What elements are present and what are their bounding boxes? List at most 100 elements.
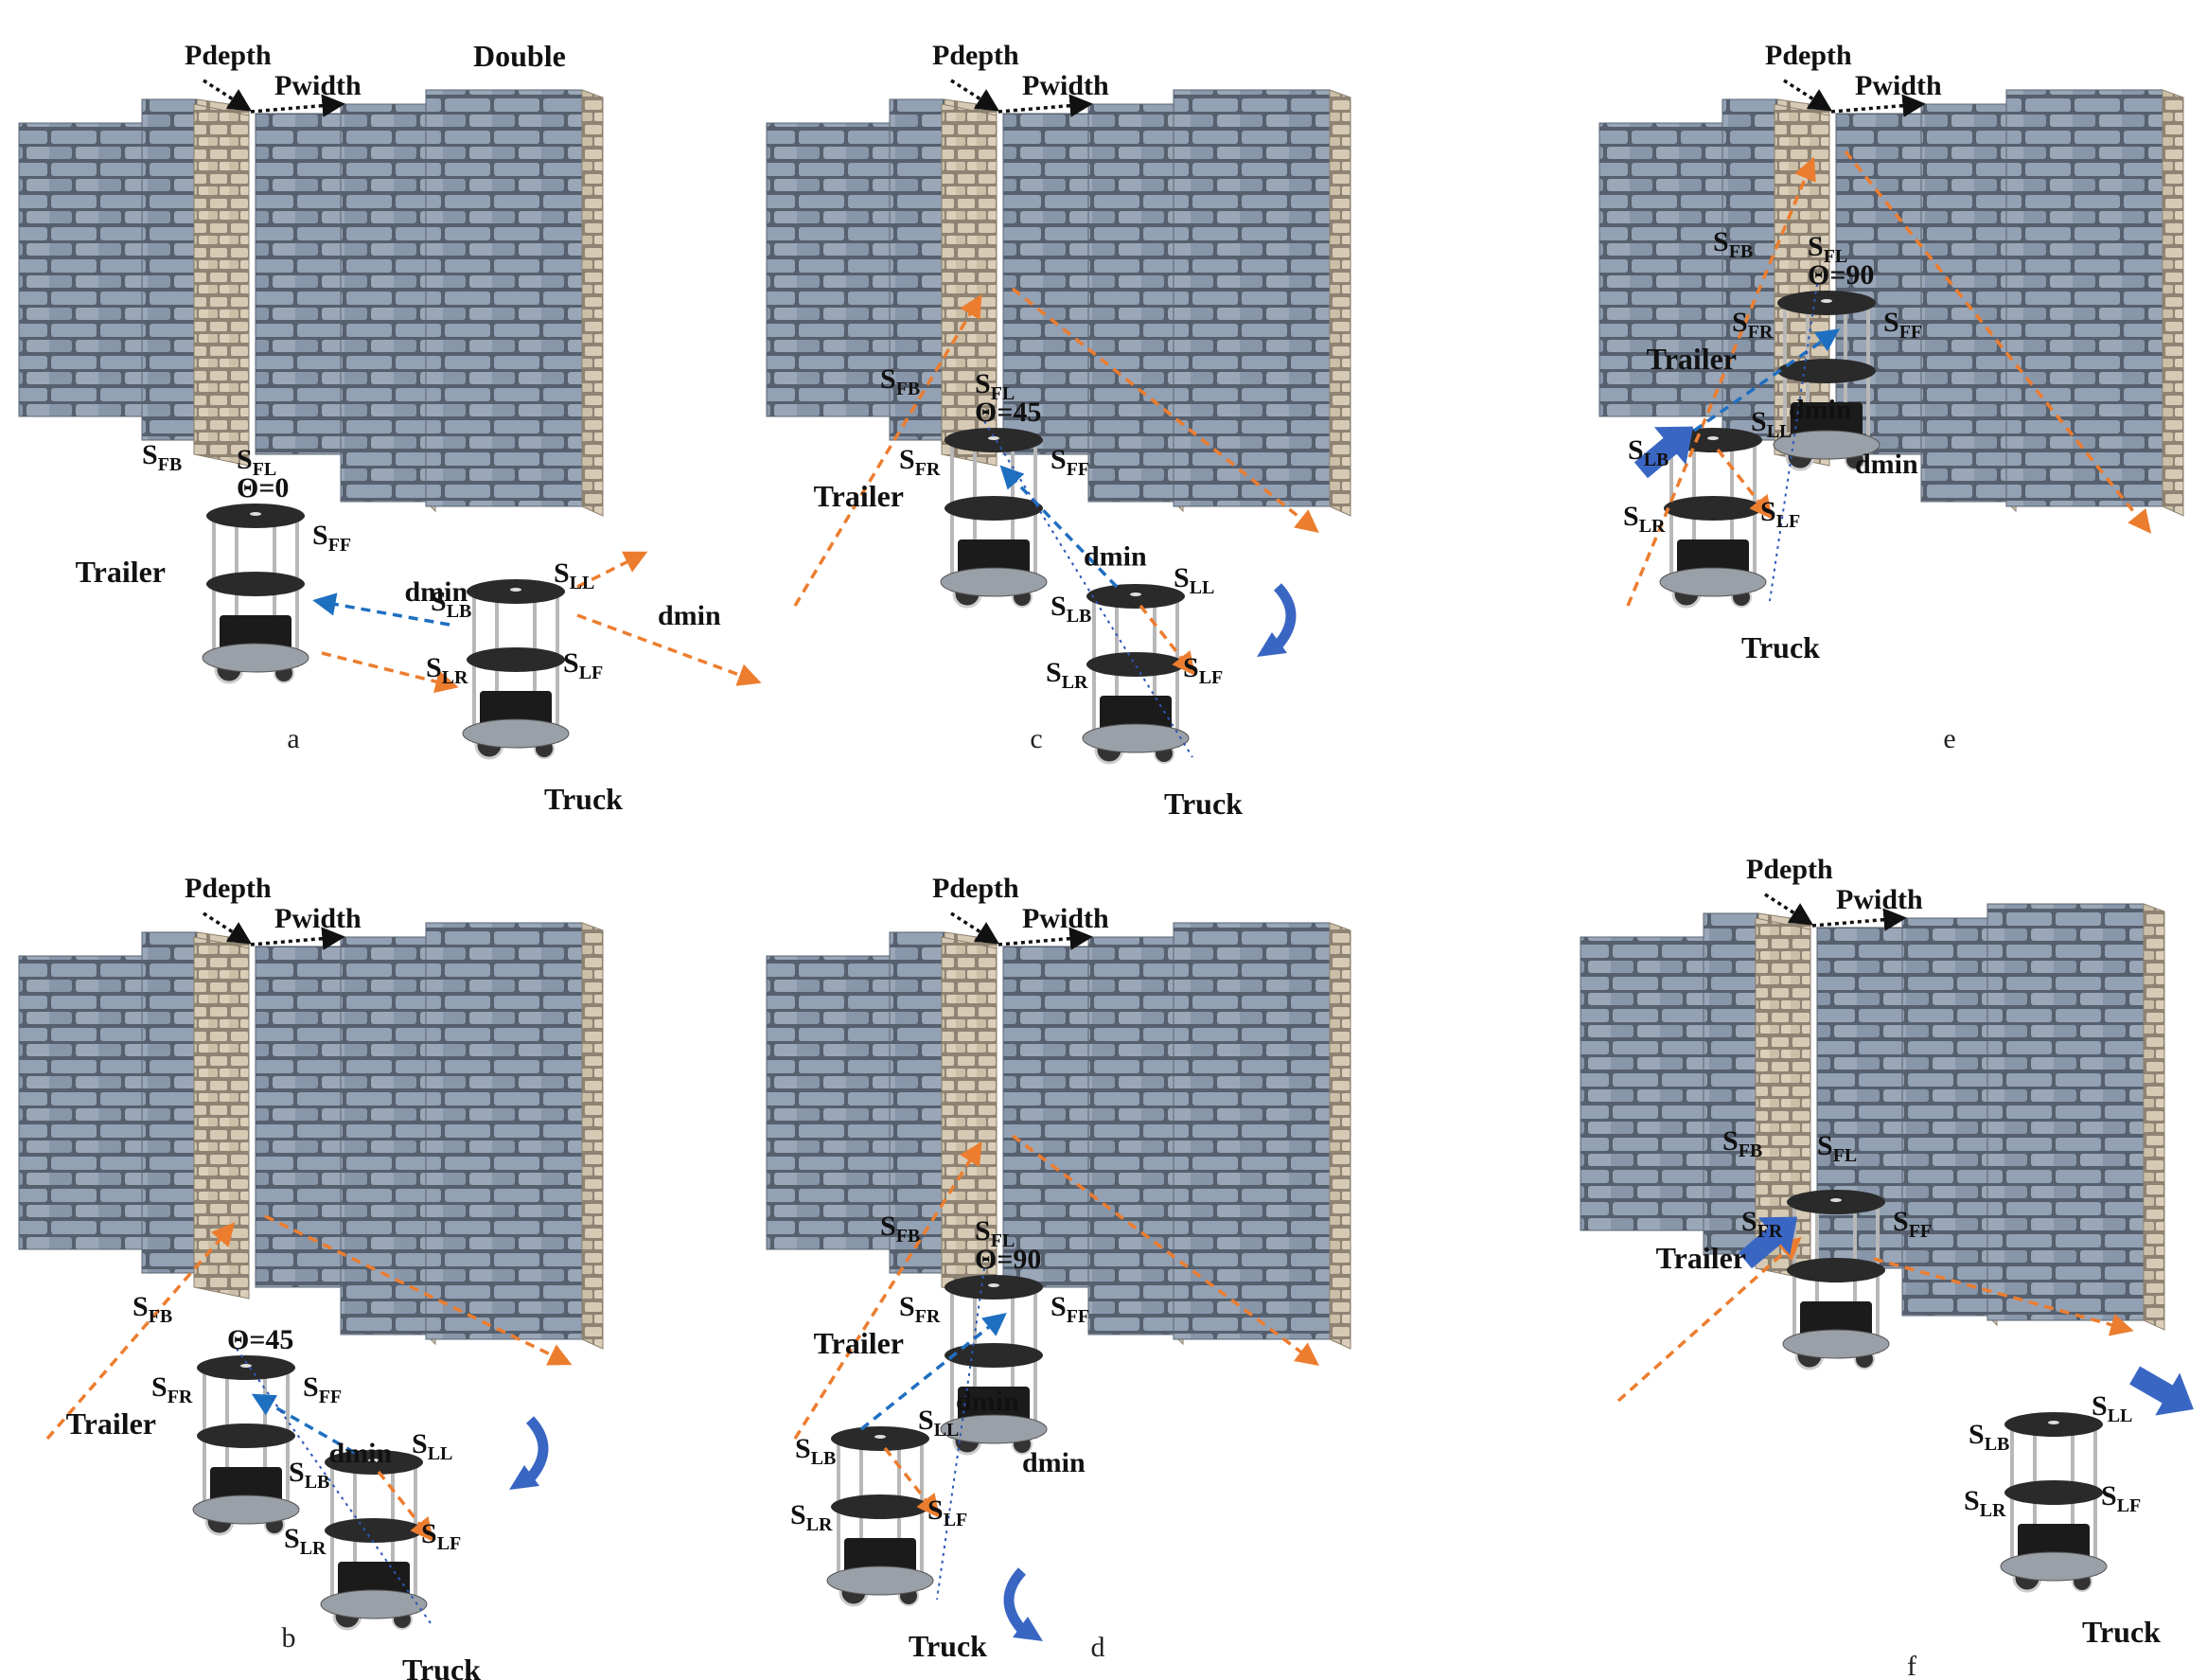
trailer-label: Trailer xyxy=(76,555,166,589)
sensor-fb: SFB xyxy=(1713,226,1753,262)
sensor-lf: SLF xyxy=(1183,652,1223,688)
truck-label: Truck xyxy=(544,782,623,816)
pwidth-label: Pwidth xyxy=(1836,884,1923,915)
sensor-ll: SLL xyxy=(1174,562,1214,598)
sensor-lr: SLR xyxy=(284,1523,327,1559)
pwidth-label: Pwidth xyxy=(1022,70,1109,101)
truck-label: Truck xyxy=(1164,787,1243,821)
wall-block-1 xyxy=(18,955,143,1250)
sensor-fb: SFB xyxy=(142,439,182,475)
trajectory-line xyxy=(983,420,1193,758)
sensor-lf: SLF xyxy=(563,647,603,683)
truck-orange-arrow xyxy=(1716,448,1774,520)
pdepth-dimension xyxy=(1764,893,1814,926)
sensor-lr: SLR xyxy=(1964,1485,2006,1521)
wall-block-5 xyxy=(1173,89,1351,517)
trailer-label: Trailer xyxy=(66,1406,156,1441)
pdepth-label: Pdepth xyxy=(932,40,1019,71)
wall-block-4 xyxy=(340,935,436,1346)
sensor-lr: SLR xyxy=(1623,501,1666,537)
pdepth-dimension xyxy=(950,911,1000,945)
truck-label: Truck xyxy=(402,1653,481,1680)
panel-c: PdepthPwidthΘ=45TrailerTruckdminSFBSFRSF… xyxy=(766,40,1351,821)
sensor-lb: SLB xyxy=(795,1433,836,1469)
trailer-orange-arrow-2 xyxy=(1873,1257,2134,1336)
sensor-lf: SLF xyxy=(1760,496,1800,532)
sensor-ff: SFF xyxy=(1893,1206,1932,1242)
trailer-label: Trailer xyxy=(814,1326,904,1360)
dmin-blue-arrow xyxy=(859,1312,1007,1431)
dmin-blue-arrow xyxy=(312,592,450,627)
truck-robot xyxy=(462,579,570,760)
dmin-blue-arrow xyxy=(999,465,1119,589)
pdepth-dimension xyxy=(203,79,253,112)
sensor-ff: SFF xyxy=(312,520,351,556)
trailer-robot xyxy=(192,1355,300,1536)
pdepth-label: Pdepth xyxy=(185,40,272,71)
sensor-fb: SFB xyxy=(880,1211,920,1247)
trailer-robot xyxy=(940,428,1048,609)
panel-d: PdepthPwidthΘ=90TrailerTruckdmindminSFRS… xyxy=(766,873,1351,1663)
sensor-fr: SFR xyxy=(151,1371,193,1407)
wall-block-5 xyxy=(2005,89,2184,517)
sensor-ll: SLL xyxy=(1751,406,1792,442)
sensor-ff: SFF xyxy=(1883,307,1922,343)
wall-block-4 xyxy=(1901,916,1998,1327)
wall-block-1 xyxy=(1598,122,1723,417)
sensor-ll: SLL xyxy=(412,1428,452,1464)
sensor-lb: SLB xyxy=(1628,434,1668,470)
trajectory-line xyxy=(1769,283,1818,602)
dmin-label-1: dmin xyxy=(1789,395,1852,426)
truck-robot xyxy=(1082,584,1190,765)
truck-robot xyxy=(826,1426,934,1607)
pdepth-dimension xyxy=(203,911,253,945)
truck-label: Truck xyxy=(909,1629,987,1663)
sensor-fl: SFL xyxy=(975,1215,1015,1251)
truck-orange-arrow xyxy=(377,1470,434,1542)
pwidth-label: Pwidth xyxy=(1855,70,1942,101)
trailer-orange-arrow-2 xyxy=(1844,150,2152,534)
sensor-fr: SFR xyxy=(1732,307,1774,343)
panel-caption: c xyxy=(1030,723,1042,754)
dmin-blue-arrow xyxy=(251,1393,356,1455)
dmin-blue-arrow xyxy=(1692,328,1841,433)
trailer-label: Trailer xyxy=(814,479,904,513)
wall-block-5 xyxy=(425,89,604,517)
panels-layer: PdepthPwidthDoubleΘ=0TrailerTruckdmindmi… xyxy=(18,39,2194,1680)
theta-label: Θ=45 xyxy=(975,397,1041,428)
sensor-fl: SFL xyxy=(1817,1130,1857,1166)
pwidth-dimension xyxy=(998,94,1093,117)
trailer-orange-arrow-2 xyxy=(1011,287,1319,534)
trajectory-line xyxy=(936,1267,985,1600)
theta-label: Θ=0 xyxy=(237,472,289,504)
move-arrow-1 xyxy=(1738,1216,1798,1269)
panel-caption: d xyxy=(1091,1632,1105,1663)
sensor-lr: SLR xyxy=(1046,657,1088,693)
sensor-lf: SLF xyxy=(927,1494,967,1530)
dmin-label-2: dmin xyxy=(658,600,721,631)
dmin-label-2: dmin xyxy=(1022,1447,1086,1478)
wall-block-4 xyxy=(1087,935,1184,1346)
rotate-arrow xyxy=(509,1416,549,1490)
sensor-ll: SLL xyxy=(918,1405,959,1441)
dmin-label-1: dmin xyxy=(956,1386,1019,1417)
dmin-label-1: dmin xyxy=(1084,541,1147,573)
panel-caption: a xyxy=(287,723,299,754)
dmin-label-1: dmin xyxy=(329,1438,393,1469)
pwidth-label: Pwidth xyxy=(1022,903,1109,934)
panel-caption: f xyxy=(1907,1651,1916,1680)
wall-side-face xyxy=(941,103,998,467)
truck-orange-arrow-2 xyxy=(576,551,648,589)
pwidth-dimension xyxy=(250,927,345,950)
sensor-fr: SFR xyxy=(1741,1206,1783,1242)
sensor-fl: SFL xyxy=(237,444,276,480)
wall-block-5 xyxy=(1986,903,2165,1331)
sensor-ff: SFF xyxy=(303,1371,342,1407)
wall-block-1 xyxy=(766,122,891,417)
theta-label: Θ=45 xyxy=(227,1324,293,1355)
trailer-robot xyxy=(940,1275,1048,1456)
sensor-lf: SLF xyxy=(421,1518,461,1554)
truck-label: Truck xyxy=(1741,630,1820,664)
sensor-lb: SLB xyxy=(431,586,471,622)
sensor-fb: SFB xyxy=(880,363,920,399)
